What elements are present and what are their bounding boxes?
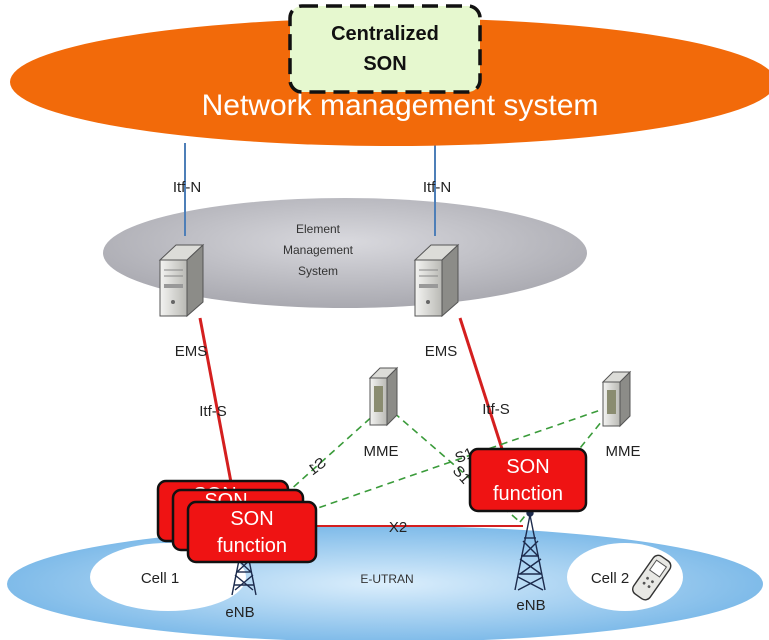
itf-s-label-right: Itf-S xyxy=(482,401,510,418)
enb-label-right: eNB xyxy=(516,597,545,614)
ems-block-line3: System xyxy=(298,264,338,278)
son-function-box-front[interactable] xyxy=(186,500,318,564)
cell-1-label: Cell 1 xyxy=(141,570,179,587)
ems-server-icon-right xyxy=(413,243,460,318)
itf-s-label-left: Itf-S xyxy=(199,403,227,420)
son-function-right-line2: function xyxy=(493,483,563,505)
itf-n-label-right: Itf-N xyxy=(423,179,451,196)
ems-area xyxy=(103,198,587,308)
son-function-box-right[interactable] xyxy=(468,447,588,513)
centralized-son-line1: Centralized xyxy=(331,23,439,45)
mme-label-left: MME xyxy=(364,443,399,460)
son-function-right-line1: SON xyxy=(506,456,549,478)
s1-label-left: S1 xyxy=(305,454,330,479)
enb-tower-icon-right xyxy=(514,509,546,591)
mme-label-right: MME xyxy=(606,443,641,460)
enb-label-left: eNB xyxy=(225,604,254,621)
e-utran-label: E-UTRAN xyxy=(360,572,413,586)
nms-title: Network management system xyxy=(202,89,599,122)
cell-2-label: Cell 2 xyxy=(591,570,629,587)
centralized-son-box[interactable] xyxy=(288,4,482,94)
son-function-front-line2: function xyxy=(217,535,287,557)
son-function-front-line1: SON xyxy=(230,508,273,530)
ems-server-icon-left xyxy=(158,243,205,318)
itf-n-label-left: Itf-N xyxy=(173,179,201,196)
ems-block-line2: Management xyxy=(283,243,354,257)
centralized-son-line2: SON xyxy=(363,53,406,75)
ems-label-left: EMS xyxy=(175,343,208,360)
son-function-stack-left: SON SON SON function xyxy=(156,479,318,564)
mme-server-icon-left xyxy=(368,366,399,427)
mme-server-icon-right xyxy=(601,370,632,428)
ems-label-right: EMS xyxy=(425,343,458,360)
mobile-phone-icon xyxy=(631,554,672,601)
ems-block-line1: Element xyxy=(296,222,341,236)
x2-label: X2 xyxy=(389,519,407,536)
